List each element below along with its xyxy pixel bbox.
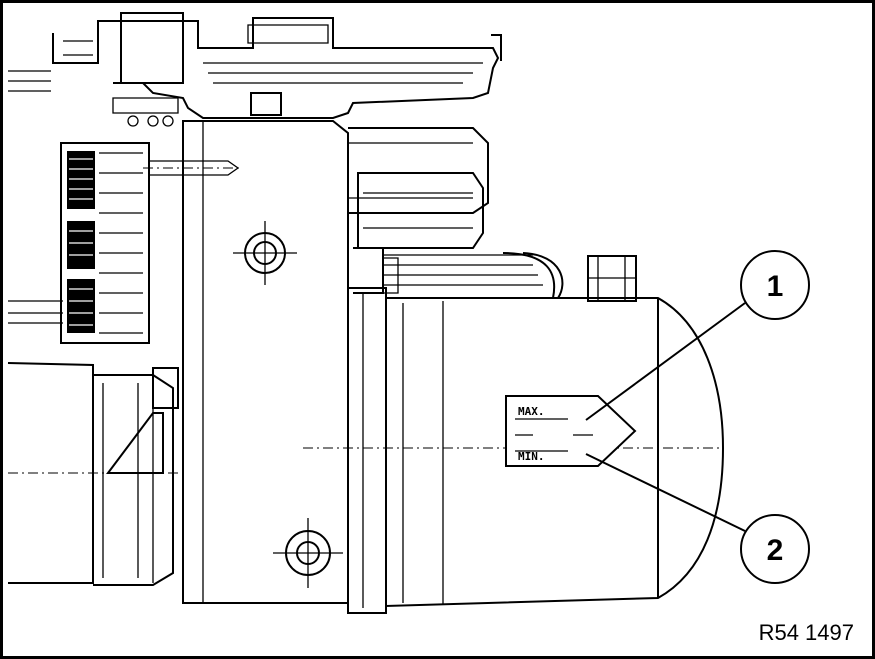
upper-bracket (8, 12, 502, 127)
level-label-plate: MAX. MIN. (505, 395, 637, 467)
callout-2: 2 (585, 453, 810, 584)
hydraulic-unit-drawing: MAX. MIN. 1 2 (7, 12, 810, 614)
left-shaft (7, 362, 183, 586)
min-label: MIN. (518, 450, 545, 463)
connector-blocks (8, 142, 241, 344)
max-label: MAX. (518, 405, 545, 418)
mounting-plate (182, 120, 387, 614)
valve-block (348, 127, 564, 299)
fluid-reservoir (303, 255, 725, 608)
callout-1-number: 1 (767, 270, 784, 303)
callout-2-number: 2 (767, 534, 784, 567)
callout-1: 1 (585, 250, 810, 421)
figure-id: R54 1497 (758, 620, 854, 645)
